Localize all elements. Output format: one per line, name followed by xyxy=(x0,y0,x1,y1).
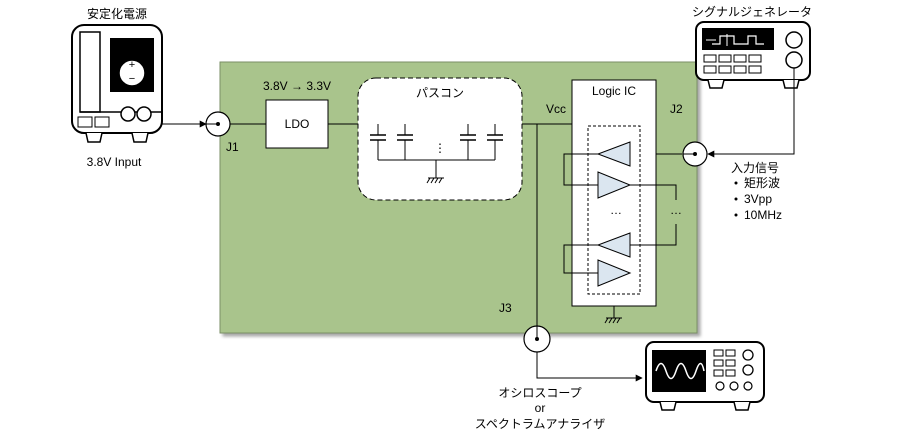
power-supply-icon xyxy=(71,24,163,143)
signal-generator-icon xyxy=(695,21,811,89)
ic-ground-icon xyxy=(604,317,622,324)
buffer-chain-wire-4 xyxy=(563,244,598,274)
buffer-chain-wire-2 xyxy=(630,184,677,200)
input-signal-item: 矩形波 xyxy=(744,176,780,190)
power-supply-title: 安定化電源 xyxy=(87,6,147,21)
input-signal-list: 矩形波 3Vpp 10MHz xyxy=(734,176,782,222)
oscilloscope-label: オシロスコープ xyxy=(498,386,581,400)
input-signal-item: 10MHz xyxy=(744,208,782,222)
power-supply-input-label: 3.8V Input xyxy=(87,155,142,169)
chain-ellipsis: … xyxy=(670,203,682,217)
logic-ic-label: Logic IC xyxy=(592,84,636,98)
oscilloscope-or-label: or xyxy=(535,401,546,415)
capacitor-array xyxy=(370,124,503,178)
vcc-label: Vcc xyxy=(546,102,566,116)
ldo-block xyxy=(265,99,329,149)
bypass-cap-label: パスコン xyxy=(416,86,464,100)
j3-to-scope-wire xyxy=(536,352,643,382)
j1-connector-icon xyxy=(205,111,231,137)
j2-label: J2 xyxy=(670,102,683,116)
buffer-ellipsis: … xyxy=(610,203,622,217)
buffer-chain-wire-3 xyxy=(630,224,677,246)
oscilloscope-icon xyxy=(645,341,765,411)
capacitor-ellipsis: ⋮ xyxy=(434,141,446,155)
j3-connector-icon xyxy=(523,325,551,353)
j1-label: J1 xyxy=(226,140,239,154)
power-minus-label: − xyxy=(129,73,135,85)
input-signal-item: 3Vpp xyxy=(744,192,772,206)
j3-label: J3 xyxy=(499,301,512,315)
buffer-chain-wire-1 xyxy=(563,153,598,186)
ldo-conversion-label: 3.8V → 3.3V xyxy=(263,79,331,93)
buffer-1-icon xyxy=(596,141,631,167)
ldo-label: LDO xyxy=(285,117,310,131)
power-plus-label: + xyxy=(129,59,135,71)
j2-connector-icon xyxy=(682,141,708,167)
input-signal-title: 入力信号 xyxy=(731,161,779,175)
ground-icon xyxy=(426,177,444,184)
spectrum-analyzer-label: スペクトラムアナライザ xyxy=(475,417,606,431)
signal-generator-title: シグナルジェネレータ xyxy=(692,5,812,19)
siggen-to-j2-wire xyxy=(707,68,795,158)
bypass-cap-group xyxy=(357,77,523,201)
